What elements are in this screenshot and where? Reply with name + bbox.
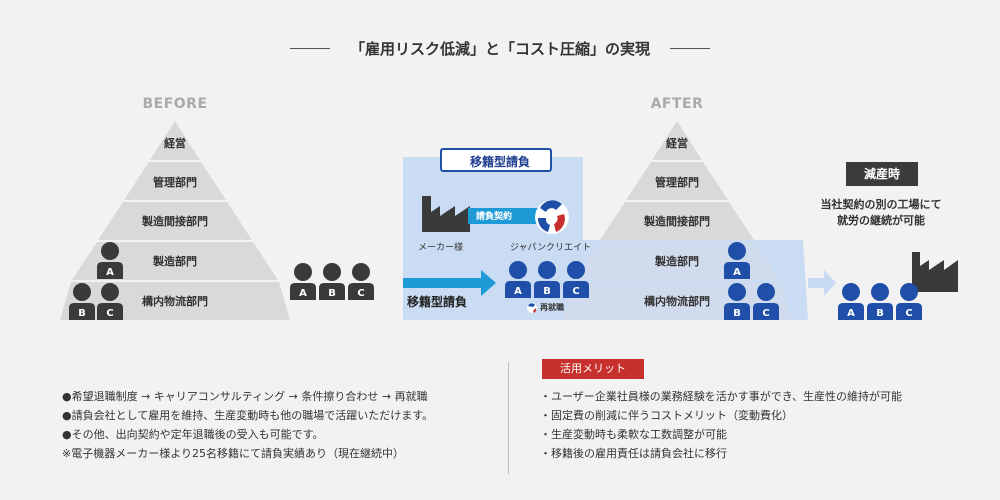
before-level-4: 構内物流部門 xyxy=(142,295,208,308)
reduction-person-b-letter: B xyxy=(876,308,884,319)
reduction-arrow xyxy=(808,270,836,296)
before-person-c-letter: C xyxy=(106,308,113,319)
transferred-person-a-icon: A xyxy=(505,261,531,298)
section-divider xyxy=(508,362,509,474)
after-level-1: 管理部門 xyxy=(655,176,699,189)
rehire-logo-icon xyxy=(527,303,537,313)
after-person-c-icon: C xyxy=(753,283,779,320)
merit-item-3: ・移籍後の雇用責任は請負会社に移行 xyxy=(540,447,727,460)
after-person-c-letter: C xyxy=(762,308,769,319)
title-rule-left xyxy=(290,48,330,49)
after-level-3: 製造部門 xyxy=(655,255,699,268)
merit-item-0: ・ユーザー企業社員様の業務経験を活かす事ができ、生産性の維持が可能 xyxy=(540,390,903,403)
maker-label: メーカー様 xyxy=(418,243,464,253)
contract-bar xyxy=(468,208,538,224)
before-level-2: 製造間接部門 xyxy=(142,215,208,228)
after-label: AFTER xyxy=(650,96,704,112)
before-level-0: 経営 xyxy=(164,137,186,150)
dispatch-badge-label: 移籍型請負 xyxy=(470,155,531,169)
after-person-a-icon: A xyxy=(724,242,750,279)
reduction-text-2: 就労の継続が可能 xyxy=(837,214,925,227)
waiting-person-c-letter: C xyxy=(357,288,364,299)
other-factory-icon xyxy=(912,252,958,292)
merit-item-1: ・固定費の削減に伴うコストメリット（変動費化） xyxy=(540,409,793,422)
before-person-c-icon: C xyxy=(97,283,123,320)
reduction-person-c-letter: C xyxy=(905,308,912,319)
after-level-2: 製造間接部門 xyxy=(644,215,710,228)
left-bullet-1: ●請負会社として雇用を維持、生産変動時も他の職場で活躍いただけます。 xyxy=(62,409,434,422)
after-level-4: 構内物流部門 xyxy=(644,295,710,308)
contract-label: 請負契約 xyxy=(476,212,513,222)
waiting-person-b-icon: B xyxy=(319,263,345,300)
left-bullet-3: ※電子機器メーカー様より25名移籍にて請負実績あり（現在継続中） xyxy=(62,447,404,460)
before-person-b-letter: B xyxy=(78,308,86,319)
merit-item-2: ・生産変動時も柔軟な工数調整が可能 xyxy=(540,428,727,441)
japan-create-logo-icon xyxy=(535,200,569,234)
before-person-a-icon: A xyxy=(97,242,123,279)
waiting-person-c-icon: C xyxy=(348,263,374,300)
transferred-person-a-letter: A xyxy=(514,286,522,297)
after-person-b-icon: B xyxy=(724,283,750,320)
before-label: BEFORE xyxy=(142,96,208,112)
left-bullet-list: ●希望退職制度 → キャリアコンサルティング → 条件擦り合わせ → 再就職 ●… xyxy=(62,387,502,463)
page-title: 「雇用リスク低減」と「コスト圧縮」の実現 xyxy=(349,40,650,58)
rehire-label: 再就職 xyxy=(540,303,564,312)
left-bullet-0: ●希望退職制度 → キャリアコンサルティング → 条件擦り合わせ → 再就職 xyxy=(62,390,428,403)
after-person-a-letter: A xyxy=(733,267,741,278)
waiting-person-b-letter: B xyxy=(328,288,336,299)
dispatch-badge: 移籍型請負 xyxy=(440,148,552,172)
before-level-3: 製造部門 xyxy=(153,255,197,268)
waiting-person-a-letter: A xyxy=(299,288,307,299)
before-level-1: 管理部門 xyxy=(153,176,197,189)
transferred-person-b-letter: B xyxy=(543,286,551,297)
company-label: ジャパンクリエイト xyxy=(510,243,592,253)
reduction-person-b-icon: B xyxy=(867,283,893,320)
title-rule-right xyxy=(670,48,710,49)
left-bullet-2: ●その他、出向契約や定年退職後の受入も可能です。 xyxy=(62,428,324,441)
transferred-person-c-letter: C xyxy=(572,286,579,297)
merit-list: ・ユーザー企業社員様の業務経験を活かす事ができ、生産性の維持が可能 ・固定費の削… xyxy=(540,387,980,463)
reduction-text-1: 当社契約の別の工場にて xyxy=(820,198,942,211)
reduction-person-c-icon: C xyxy=(896,283,922,320)
reduction-person-a-letter: A xyxy=(847,308,855,319)
after-person-b-letter: B xyxy=(733,308,741,319)
waiting-person-a-icon: A xyxy=(290,263,316,300)
merit-badge: 活用メリット xyxy=(542,359,644,379)
reduction-person-a-icon: A xyxy=(838,283,864,320)
after-level-0: 経営 xyxy=(666,137,688,150)
transfer-arrow-label: 移籍型請負 xyxy=(407,295,468,309)
before-person-b-icon: B xyxy=(69,283,95,320)
reduction-badge: 減産時 xyxy=(846,162,918,186)
transferred-person-b-icon: B xyxy=(534,261,560,298)
transferred-person-c-icon: C xyxy=(563,261,589,298)
before-person-a-letter: A xyxy=(106,267,114,278)
maker-factory-icon xyxy=(422,196,470,232)
transfer-arrow xyxy=(403,270,496,296)
